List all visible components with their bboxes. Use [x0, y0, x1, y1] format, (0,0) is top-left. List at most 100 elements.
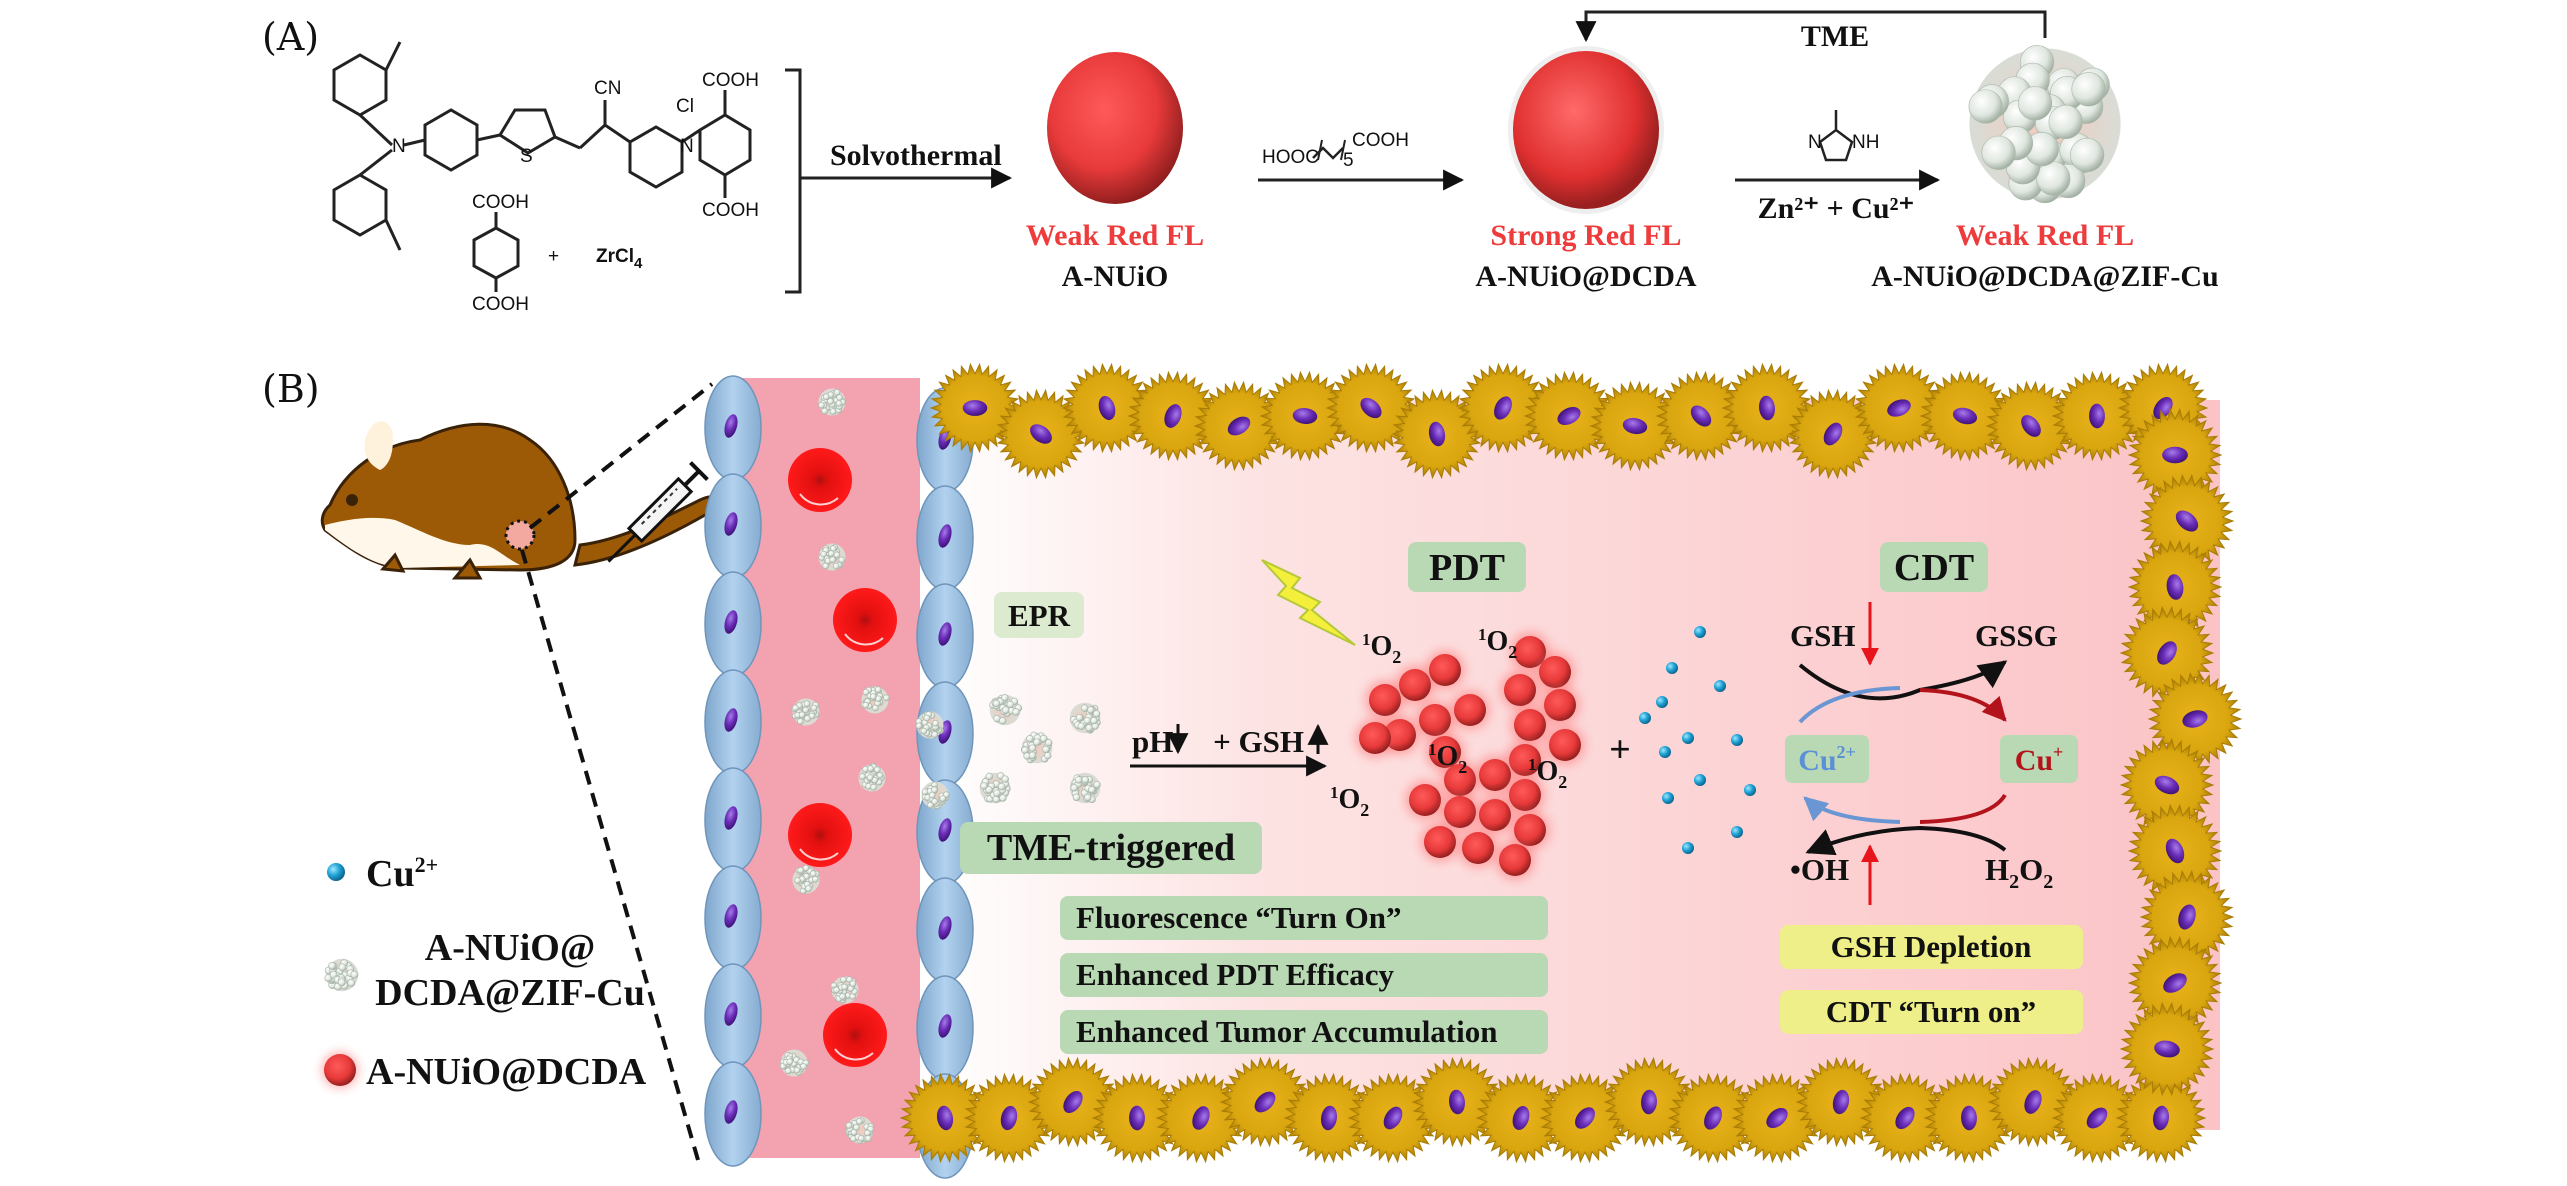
- tumor-cell: [2119, 1001, 2215, 1097]
- tumor-cell: [963, 1072, 1055, 1164]
- epr-box: [994, 592, 1084, 638]
- tumor-cell: [1193, 380, 1285, 472]
- red-nanoparticle: [1505, 775, 1545, 815]
- svg-text:5: 5: [1343, 150, 1354, 171]
- dye-cooh-top: COOH: [702, 70, 759, 91]
- tumor-cell: [1259, 370, 1351, 462]
- tumor-cell: [1523, 370, 1615, 462]
- light-lightning-icon: [1261, 559, 1356, 646]
- tumor-cell: [1127, 370, 1219, 462]
- zif-nanoparticle: [779, 1049, 810, 1077]
- svg-text:COOH: COOH: [1352, 130, 1409, 151]
- red-blood-cell: [788, 448, 852, 512]
- tumor-cell: [2051, 1072, 2143, 1164]
- tumor-cell: [1061, 362, 1153, 454]
- tumor-cell: [1457, 362, 1549, 454]
- combination-plus: +: [1609, 729, 1631, 771]
- effect-fluorescence-turn-on: Fluorescence “Turn On”: [1076, 900, 1402, 935]
- red-nanoparticle: [1475, 755, 1515, 795]
- tme-triggered-label: TME-triggered: [987, 827, 1235, 869]
- tumor-cell: [1027, 1056, 1119, 1148]
- zif-nanoparticle: [1069, 702, 1101, 734]
- singlet-oxygen-label: 1O2: [1528, 755, 1567, 792]
- singlet-oxygen-label: 1O2: [1478, 625, 1517, 662]
- tumor-cell: [1283, 1072, 1375, 1164]
- zif-nanoparticle: [979, 772, 1011, 804]
- gsh-depletion-label: GSH Depletion: [1831, 929, 2032, 964]
- red-nanoparticle: [1510, 810, 1550, 850]
- tumor-cell: [1475, 1072, 1567, 1164]
- tumor-cell: [1155, 1072, 1247, 1164]
- tumor-cell: [1347, 1072, 1439, 1164]
- svg-text:N: N: [1808, 132, 1822, 153]
- cu-ion: [1731, 734, 1743, 746]
- extravasated-nanoparticles: [979, 694, 1101, 804]
- red-nanoparticle: [1415, 700, 1455, 740]
- cu-ion-dot-icon: [327, 863, 345, 881]
- cu-ion: [1744, 784, 1756, 796]
- mouse-eye-icon: [346, 494, 358, 506]
- dye-n-atom: N: [392, 136, 406, 157]
- red-nanoparticle: [1355, 718, 1395, 758]
- red-nanoparticle: [1425, 650, 1465, 690]
- reaction-bracket-arrow: [785, 68, 1010, 294]
- h2o2-label: H2O2: [1985, 852, 2053, 893]
- dye-cooh-bottom: COOH: [702, 200, 759, 221]
- imidazole-reagent: N NH: [1808, 110, 1879, 162]
- zif-nanoparticle: [860, 685, 890, 714]
- singlet-oxygen-label: 1O2: [1428, 740, 1467, 777]
- endothelial-cell: [704, 963, 974, 1081]
- effect-enhanced-accumulation: Enhanced Tumor Accumulation: [1076, 1014, 1497, 1049]
- legend-zif-line2: DCDA@ZIF-Cu: [375, 972, 645, 1014]
- gssg-label: GSSG: [1975, 618, 2058, 653]
- tumor-cell: [995, 388, 1087, 480]
- pdt-box: [1408, 542, 1526, 592]
- endothelial-cell: [704, 865, 974, 983]
- zoom-line-top: [528, 382, 714, 530]
- dye-counter-ion: Cl: [676, 96, 694, 117]
- tumor-cell: [2051, 370, 2143, 462]
- metal-salt-zrcl4: ZrCl4: [596, 246, 643, 272]
- red-nanoparticle: [1545, 725, 1585, 765]
- cdt-box: [1880, 542, 1988, 592]
- tumor-cell: [1923, 1072, 2015, 1164]
- red-blood-cell: [823, 1003, 887, 1067]
- cu-ion: [1682, 842, 1694, 854]
- cu-ion: [1662, 792, 1674, 804]
- fenton-arrow: [1805, 825, 2007, 856]
- zif-nanoparticle: [792, 864, 820, 895]
- cu-ion: [1714, 680, 1726, 692]
- tumor-cell: [1859, 1072, 1951, 1164]
- red-nanoparticle: [1405, 780, 1445, 820]
- endothelial-cell: [704, 571, 974, 689]
- gsh-depletion-box: [1780, 925, 2083, 969]
- solvothermal-label: Solvothermal: [830, 139, 1002, 172]
- reactant-plus: +: [548, 246, 559, 267]
- endothelial-cell: [704, 767, 974, 885]
- legend-zif-line1: A-NUiO@: [425, 927, 595, 969]
- red-nanoparticle: [1505, 740, 1545, 780]
- hydroxyl-radical-label: •OH: [1790, 852, 1849, 887]
- linker-cooh-top: COOH: [472, 192, 529, 213]
- dye-molecule-structure: [332, 41, 752, 292]
- zif-nanoparticle: [830, 976, 859, 1004]
- red-nanoparticle: [1500, 670, 1540, 710]
- cu-ion: [1659, 746, 1671, 758]
- cu-ion: [1694, 774, 1706, 786]
- red-nanoparticle: [1510, 705, 1550, 745]
- tumor-cell: [2119, 737, 2215, 833]
- dye-pyridinium-n: N: [680, 136, 694, 157]
- zif-nanoparticle: [1020, 731, 1053, 764]
- a-nuio-dcda-name: A-NUiO@DCDA: [1475, 260, 1697, 293]
- tumor-cell: [1091, 1072, 1183, 1164]
- zoom-line-bottom: [520, 549, 700, 1161]
- cu-ion: [1694, 626, 1706, 638]
- panel-b-label: (B): [262, 367, 320, 411]
- cdt-turn-on-box: [1780, 990, 2083, 1034]
- zif-bead-cluster: [324, 958, 359, 992]
- cu1-formation-arrow: [1919, 688, 2007, 722]
- red-blood-cell: [833, 588, 897, 652]
- effect-box-2: [1060, 953, 1548, 997]
- tme-label: TME: [1801, 20, 1869, 53]
